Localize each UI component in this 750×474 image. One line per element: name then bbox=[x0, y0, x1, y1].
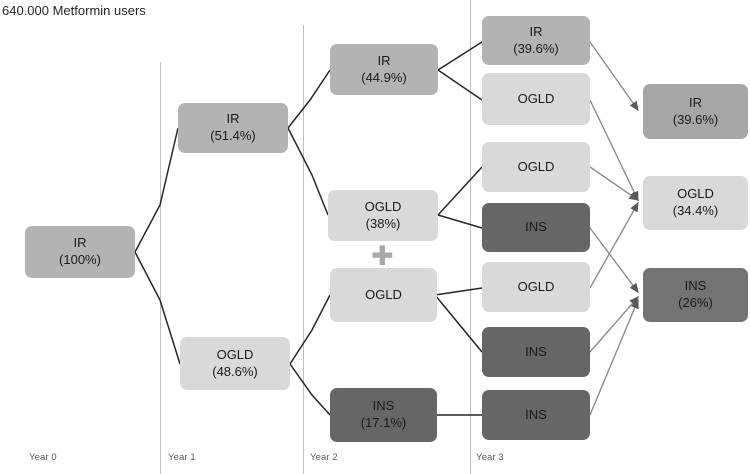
node-label: OGLD bbox=[216, 346, 254, 362]
node-year1-ir[interactable]: IR (51.4%) bbox=[178, 103, 288, 153]
node-year2-ir[interactable]: IR (44.9%) bbox=[330, 44, 438, 95]
node-label: IR bbox=[73, 235, 87, 251]
node-value: (51.4%) bbox=[210, 128, 256, 143]
node-year2-ogld-bottom[interactable]: OGLD bbox=[330, 268, 437, 322]
node-value: (38%) bbox=[365, 215, 401, 231]
node-year3-ins-2[interactable]: INS bbox=[482, 327, 590, 377]
node-label: IR bbox=[529, 23, 543, 39]
divider-year1 bbox=[160, 62, 161, 474]
year-label-0: Year 0 bbox=[29, 452, 57, 463]
plus-icon: ✚ bbox=[371, 241, 394, 272]
node-value: (48.6%) bbox=[212, 363, 258, 379]
node-label: OGLD bbox=[517, 90, 555, 106]
node-label: INS bbox=[525, 343, 547, 359]
node-label: IR bbox=[689, 94, 702, 110]
node-year3-ogld-3[interactable]: OGLD bbox=[482, 262, 590, 312]
node-year1-ogld[interactable]: OGLD (48.6%) bbox=[180, 337, 290, 390]
year-label-1: Year 1 bbox=[168, 452, 196, 463]
edges-year3-outcomes bbox=[589, 41, 640, 416]
node-value: (100%) bbox=[59, 252, 101, 267]
node-value: (44.9%) bbox=[361, 69, 407, 85]
year-label-2: Year 2 bbox=[310, 452, 338, 463]
node-label: OGLD bbox=[677, 186, 714, 202]
node-label: OGLD bbox=[517, 158, 555, 174]
node-year2-ogld-top[interactable]: OGLD (38%) bbox=[328, 190, 438, 241]
node-label: OGLD bbox=[517, 278, 555, 294]
divider-year2 bbox=[303, 25, 304, 474]
node-label: OGLD bbox=[364, 198, 402, 214]
node-value: (39.6%) bbox=[672, 111, 719, 127]
node-label: INS bbox=[525, 219, 547, 235]
node-year3-ir[interactable]: IR (39.6%) bbox=[482, 16, 590, 65]
node-label: OGLD bbox=[365, 286, 402, 302]
diagram-title: 640.000 Metformin users bbox=[2, 3, 146, 18]
node-year3-ins-3[interactable]: INS bbox=[482, 390, 590, 440]
node-year2-ins[interactable]: INS (17.1%) bbox=[330, 388, 437, 442]
node-value: (26%) bbox=[678, 295, 713, 310]
node-outcome-ogld[interactable]: OGLD (34.4%) bbox=[643, 176, 748, 230]
node-year0-ir[interactable]: IR (100%) bbox=[25, 226, 135, 278]
node-label: IR bbox=[377, 52, 391, 68]
node-year3-ogld-2[interactable]: OGLD bbox=[482, 142, 590, 192]
edges-year2-year3 bbox=[434, 41, 483, 416]
node-year3-ins-1[interactable]: INS bbox=[482, 203, 590, 252]
node-value: (39.6%) bbox=[513, 40, 559, 56]
node-outcome-ins[interactable]: INS (26%) bbox=[643, 268, 748, 322]
node-label: INS bbox=[372, 398, 395, 414]
node-value: (17.1%) bbox=[360, 415, 407, 430]
edges-year0-year1 bbox=[134, 127, 181, 365]
edges-year1-year2 bbox=[287, 69, 331, 416]
node-label: INS bbox=[684, 278, 707, 294]
divider-year3 bbox=[470, 0, 471, 474]
node-label: IR bbox=[226, 111, 240, 127]
node-outcome-ir[interactable]: IR (39.6%) bbox=[643, 84, 748, 139]
node-label: INS bbox=[525, 406, 547, 422]
node-year3-ogld-1[interactable]: OGLD bbox=[482, 73, 590, 125]
year-label-3: Year 3 bbox=[476, 452, 504, 463]
node-value: (34.4%) bbox=[672, 203, 719, 218]
